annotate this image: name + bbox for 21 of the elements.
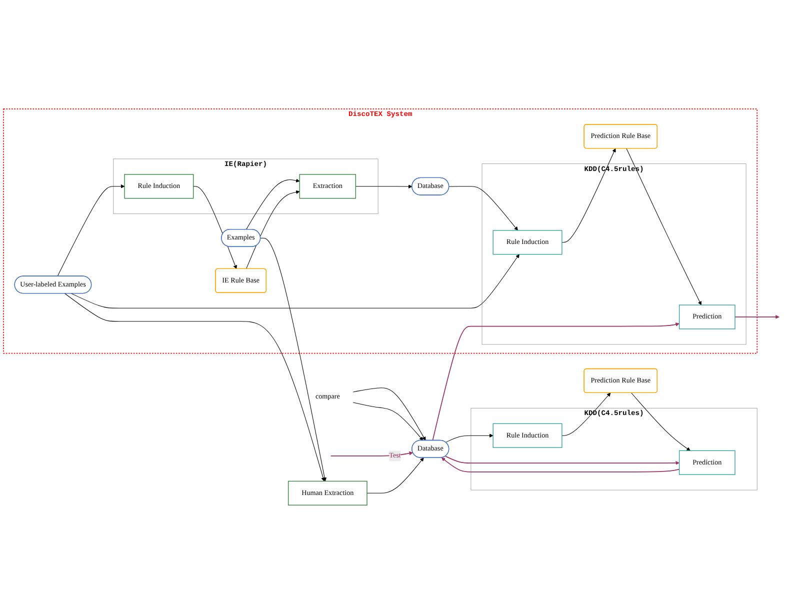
arrow [71, 254, 520, 308]
arrow [355, 184, 412, 188]
arrow [444, 456, 680, 465]
arrow [246, 190, 300, 270]
arrow [260, 238, 327, 482]
arrow [562, 392, 611, 436]
arrow [57, 184, 125, 276]
arrow [432, 322, 680, 441]
arrow [626, 148, 702, 306]
arrow [448, 186, 518, 231]
arrow [352, 402, 424, 441]
arrow [330, 451, 414, 456]
arrow [64, 293, 326, 482]
arrow [562, 148, 616, 243]
arrow [352, 388, 426, 441]
arrow [246, 178, 300, 230]
arrow [445, 434, 494, 443]
arrow [631, 392, 690, 451]
arrow [734, 315, 780, 319]
arrow [441, 458, 680, 472]
arrow [366, 458, 424, 494]
